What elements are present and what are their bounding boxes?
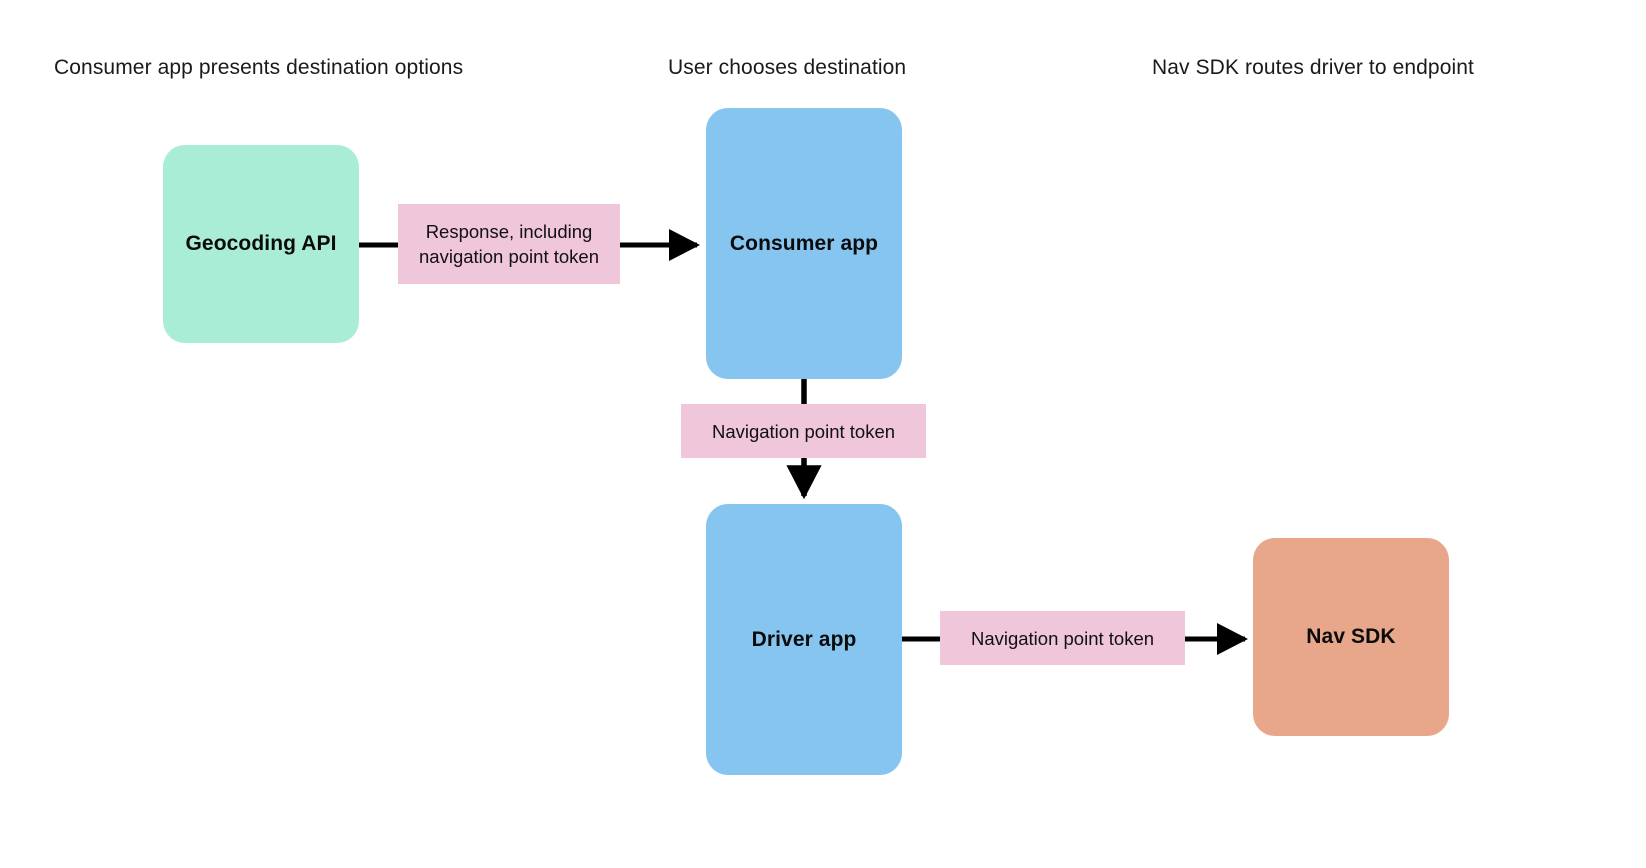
- node-driver-app[interactable]: Driver app: [706, 504, 902, 775]
- node-geocoding-api[interactable]: Geocoding API: [163, 145, 359, 343]
- edge-label-response-text: Response, including navigation point tok…: [419, 221, 599, 267]
- node-consumer-app-label: Consumer app: [729, 231, 879, 255]
- edge-label-navigation-point-token-driver-navsdk: Navigation point token: [940, 611, 1185, 665]
- node-geocoding-api-label: Geocoding API: [185, 232, 337, 255]
- column-header-nav-sdk-routes-driver: Nav SDK routes driver to endpoint: [1152, 56, 1474, 79]
- node-nav-sdk[interactable]: Nav SDK: [1253, 538, 1449, 736]
- edge-label-navigation-point-token-text-1: Navigation point token: [711, 420, 896, 442]
- node-consumer-app[interactable]: Consumer app: [706, 108, 902, 379]
- edge-label-response-navigation-point-token: Response, including navigation point tok…: [398, 204, 620, 284]
- node-driver-app-label: Driver app: [751, 627, 857, 651]
- edge-label-navigation-point-token-consumer-driver: Navigation point token: [681, 404, 926, 458]
- node-nav-sdk-label: Nav SDK: [1306, 625, 1396, 648]
- column-header-consumer-app-options: Consumer app presents destination option…: [54, 56, 464, 79]
- edge-label-navigation-point-token-text-2: Navigation point token: [970, 627, 1155, 649]
- column-header-user-chooses-destination: User chooses destination: [668, 56, 907, 79]
